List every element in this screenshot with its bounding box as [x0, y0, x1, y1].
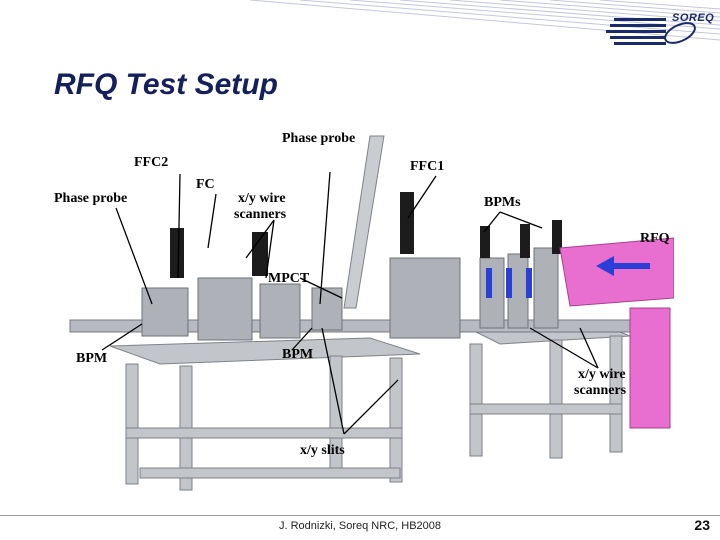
page-number: 23	[694, 517, 710, 533]
rfq-test-setup-figure: Phase probe FFC2 FC FFC1 Phase probe x/y…	[30, 128, 674, 512]
logo-text: SOREQ	[672, 12, 715, 24]
footer-citation: J. Rodnizki, Soreq NRC, HB2008	[278, 520, 441, 532]
bpm-markers	[486, 268, 532, 298]
label-bpm-left: BPM	[76, 351, 107, 366]
slide-title: RFQ Test Setup	[54, 68, 278, 101]
label-xy-wire-scanners-line2: scanners	[234, 207, 287, 222]
label-mpct: MPCT	[268, 271, 310, 286]
label-xy-wire-scanners-right-line2: scanners	[574, 383, 627, 398]
label-bpm-center: BPM	[282, 347, 313, 362]
support-stand-left	[109, 337, 421, 491]
header-stripes	[249, 0, 720, 41]
label-xy-wire-scanners-line1: x/y wire	[238, 191, 286, 206]
soreq-logo	[606, 18, 696, 45]
annotation-arrows	[101, 171, 599, 435]
label-fc: FC	[196, 177, 215, 192]
footer-divider	[0, 515, 720, 516]
label-phase-probe-top: Phase probe	[282, 131, 355, 146]
diagnostic-chambers	[141, 247, 559, 341]
label-ffc2: FFC2	[134, 155, 168, 170]
label-ffc1: FFC1	[410, 159, 444, 174]
label-xy-wire-scanners-right-line1: x/y wire	[578, 367, 626, 382]
label-rfq: RFQ	[640, 231, 670, 246]
actuators	[170, 192, 562, 278]
label-bpms: BPMs	[484, 195, 521, 210]
phase-probe-arm	[343, 135, 385, 309]
label-xy-slits: x/y slits	[300, 443, 345, 458]
label-phase-probe-left: Phase probe	[54, 191, 127, 206]
rfq-structure	[559, 237, 674, 429]
